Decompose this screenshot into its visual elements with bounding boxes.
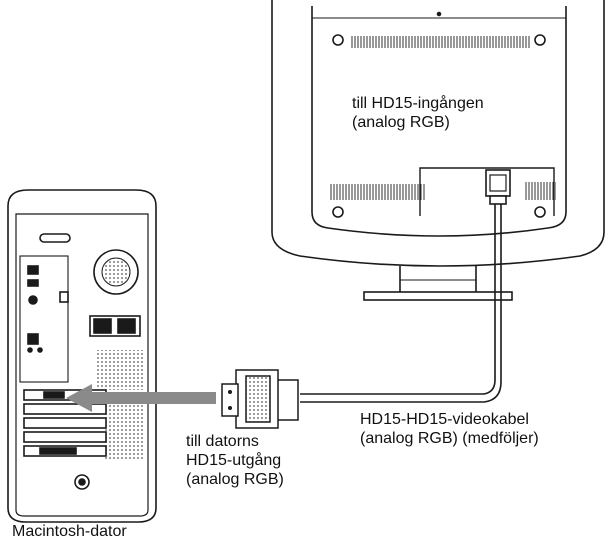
cable-label-line1: HD15-HD15-videokabel — [360, 411, 529, 428]
monitor-input-label-line2: (analog RGB) — [352, 114, 450, 131]
cable-label: HD15-HD15-videokabel (analog RGB) (medfö… — [360, 410, 539, 448]
cable-label-line2: (analog RGB) (medföljer) — [360, 430, 539, 447]
computer-output-label-line3: (analog RGB) — [186, 471, 284, 488]
hd15-cable — [300, 204, 502, 403]
macintosh-tower — [7, 189, 157, 523]
monitor-rear — [271, 0, 605, 301]
hd15-plug — [221, 369, 299, 429]
computer-output-label-line2: HD15-utgång — [186, 452, 282, 469]
computer-output-label: till datorns HD15-utgång (analog RGB) — [186, 432, 284, 489]
monitor-input-label: till HD15-ingången (analog RGB) — [352, 94, 484, 132]
monitor-input-label-line1: till HD15-ingången — [352, 95, 484, 112]
computer-output-label-line1: till datorns — [186, 433, 259, 450]
computer-label: Macintosh-dator — [12, 523, 127, 540]
connection-arrow — [66, 384, 216, 412]
